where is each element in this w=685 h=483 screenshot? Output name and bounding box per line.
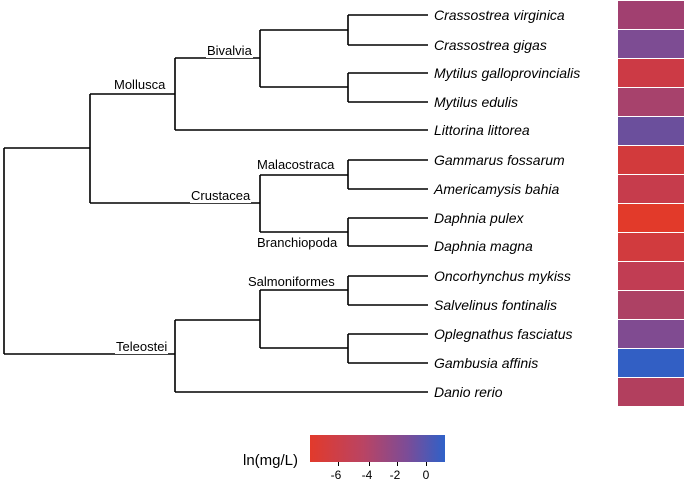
species-label: Crassostrea virginica xyxy=(434,7,565,23)
branch-teleostei xyxy=(174,319,428,393)
heatmap-cell xyxy=(618,1,684,30)
legend-tick-label: -4 xyxy=(361,468,373,482)
species-label: Oncorhynchus mykiss xyxy=(434,268,571,284)
legend-tick xyxy=(338,462,339,466)
species-label: Salvelinus fontinalis xyxy=(434,297,557,313)
heatmap-cell xyxy=(618,233,684,262)
species-label: Crassostrea gigas xyxy=(434,37,547,53)
legend-tick xyxy=(426,462,427,466)
branch-malacostraca xyxy=(347,159,428,190)
clade-label-salmoniformes: Salmoniformes xyxy=(247,274,336,289)
legend-tick-label: -2 xyxy=(389,468,401,482)
heatmap-cell xyxy=(618,291,684,320)
species-label: Daphnia pulex xyxy=(434,210,524,226)
branch-bivalvia xyxy=(259,29,348,88)
heatmap-cell xyxy=(618,175,684,204)
species-label: Danio rerio xyxy=(434,384,503,400)
branch-euteleostei xyxy=(259,289,348,349)
heatmap-cell xyxy=(618,204,684,233)
branch-mollusca xyxy=(174,57,428,131)
species-label: Gammarus fossarum xyxy=(434,152,565,168)
species-label: Mytilus edulis xyxy=(434,94,519,110)
branch-crustacea xyxy=(259,174,348,233)
branch-salmoniformes xyxy=(347,275,428,306)
heatmap-cell xyxy=(618,117,684,146)
heatmap-cell xyxy=(618,349,684,378)
legend-tick-label: -6 xyxy=(330,468,342,482)
species-label: Oplegnathus fasciatus xyxy=(434,326,573,342)
heatmap-cell xyxy=(618,262,684,291)
branch-branchiopoda xyxy=(347,217,428,247)
legend-tick xyxy=(369,462,370,466)
clade-label-crustacea: Crustacea xyxy=(190,188,252,203)
legend-title: ln(mg/L) xyxy=(243,452,299,469)
heatmap-cell xyxy=(618,146,684,175)
legend-tick-label: 0 xyxy=(422,468,430,482)
legend-gradient-bar xyxy=(310,435,445,462)
clade-label-bivalvia: Bivalvia xyxy=(206,43,253,58)
clade-label-branchiopoda: Branchiopoda xyxy=(256,235,339,250)
species-label: Littorina littorea xyxy=(434,122,530,138)
species-label: Daphnia magna xyxy=(434,238,533,254)
heatmap-cell xyxy=(618,320,684,349)
heatmap-cell xyxy=(618,59,684,88)
legend-tick xyxy=(397,462,398,466)
branch-mytilus xyxy=(347,72,428,103)
branch-root xyxy=(3,147,175,355)
branch-crassostrea xyxy=(347,14,428,46)
heatmap-cell xyxy=(618,378,684,407)
clade-label-malacostraca: Malacostraca xyxy=(256,157,336,172)
branch-oplegnathus-gambusia xyxy=(347,333,428,364)
clade-label-teleostei: Teleostei xyxy=(115,339,169,354)
species-label: Mytilus galloprovincialis xyxy=(434,65,581,81)
heatmap-cell xyxy=(618,30,684,59)
heatmap-cell xyxy=(618,88,684,117)
species-label: Americamysis bahia xyxy=(434,181,560,197)
clade-label-mollusca: Mollusca xyxy=(113,77,167,92)
species-label: Gambusia affinis xyxy=(434,355,539,371)
